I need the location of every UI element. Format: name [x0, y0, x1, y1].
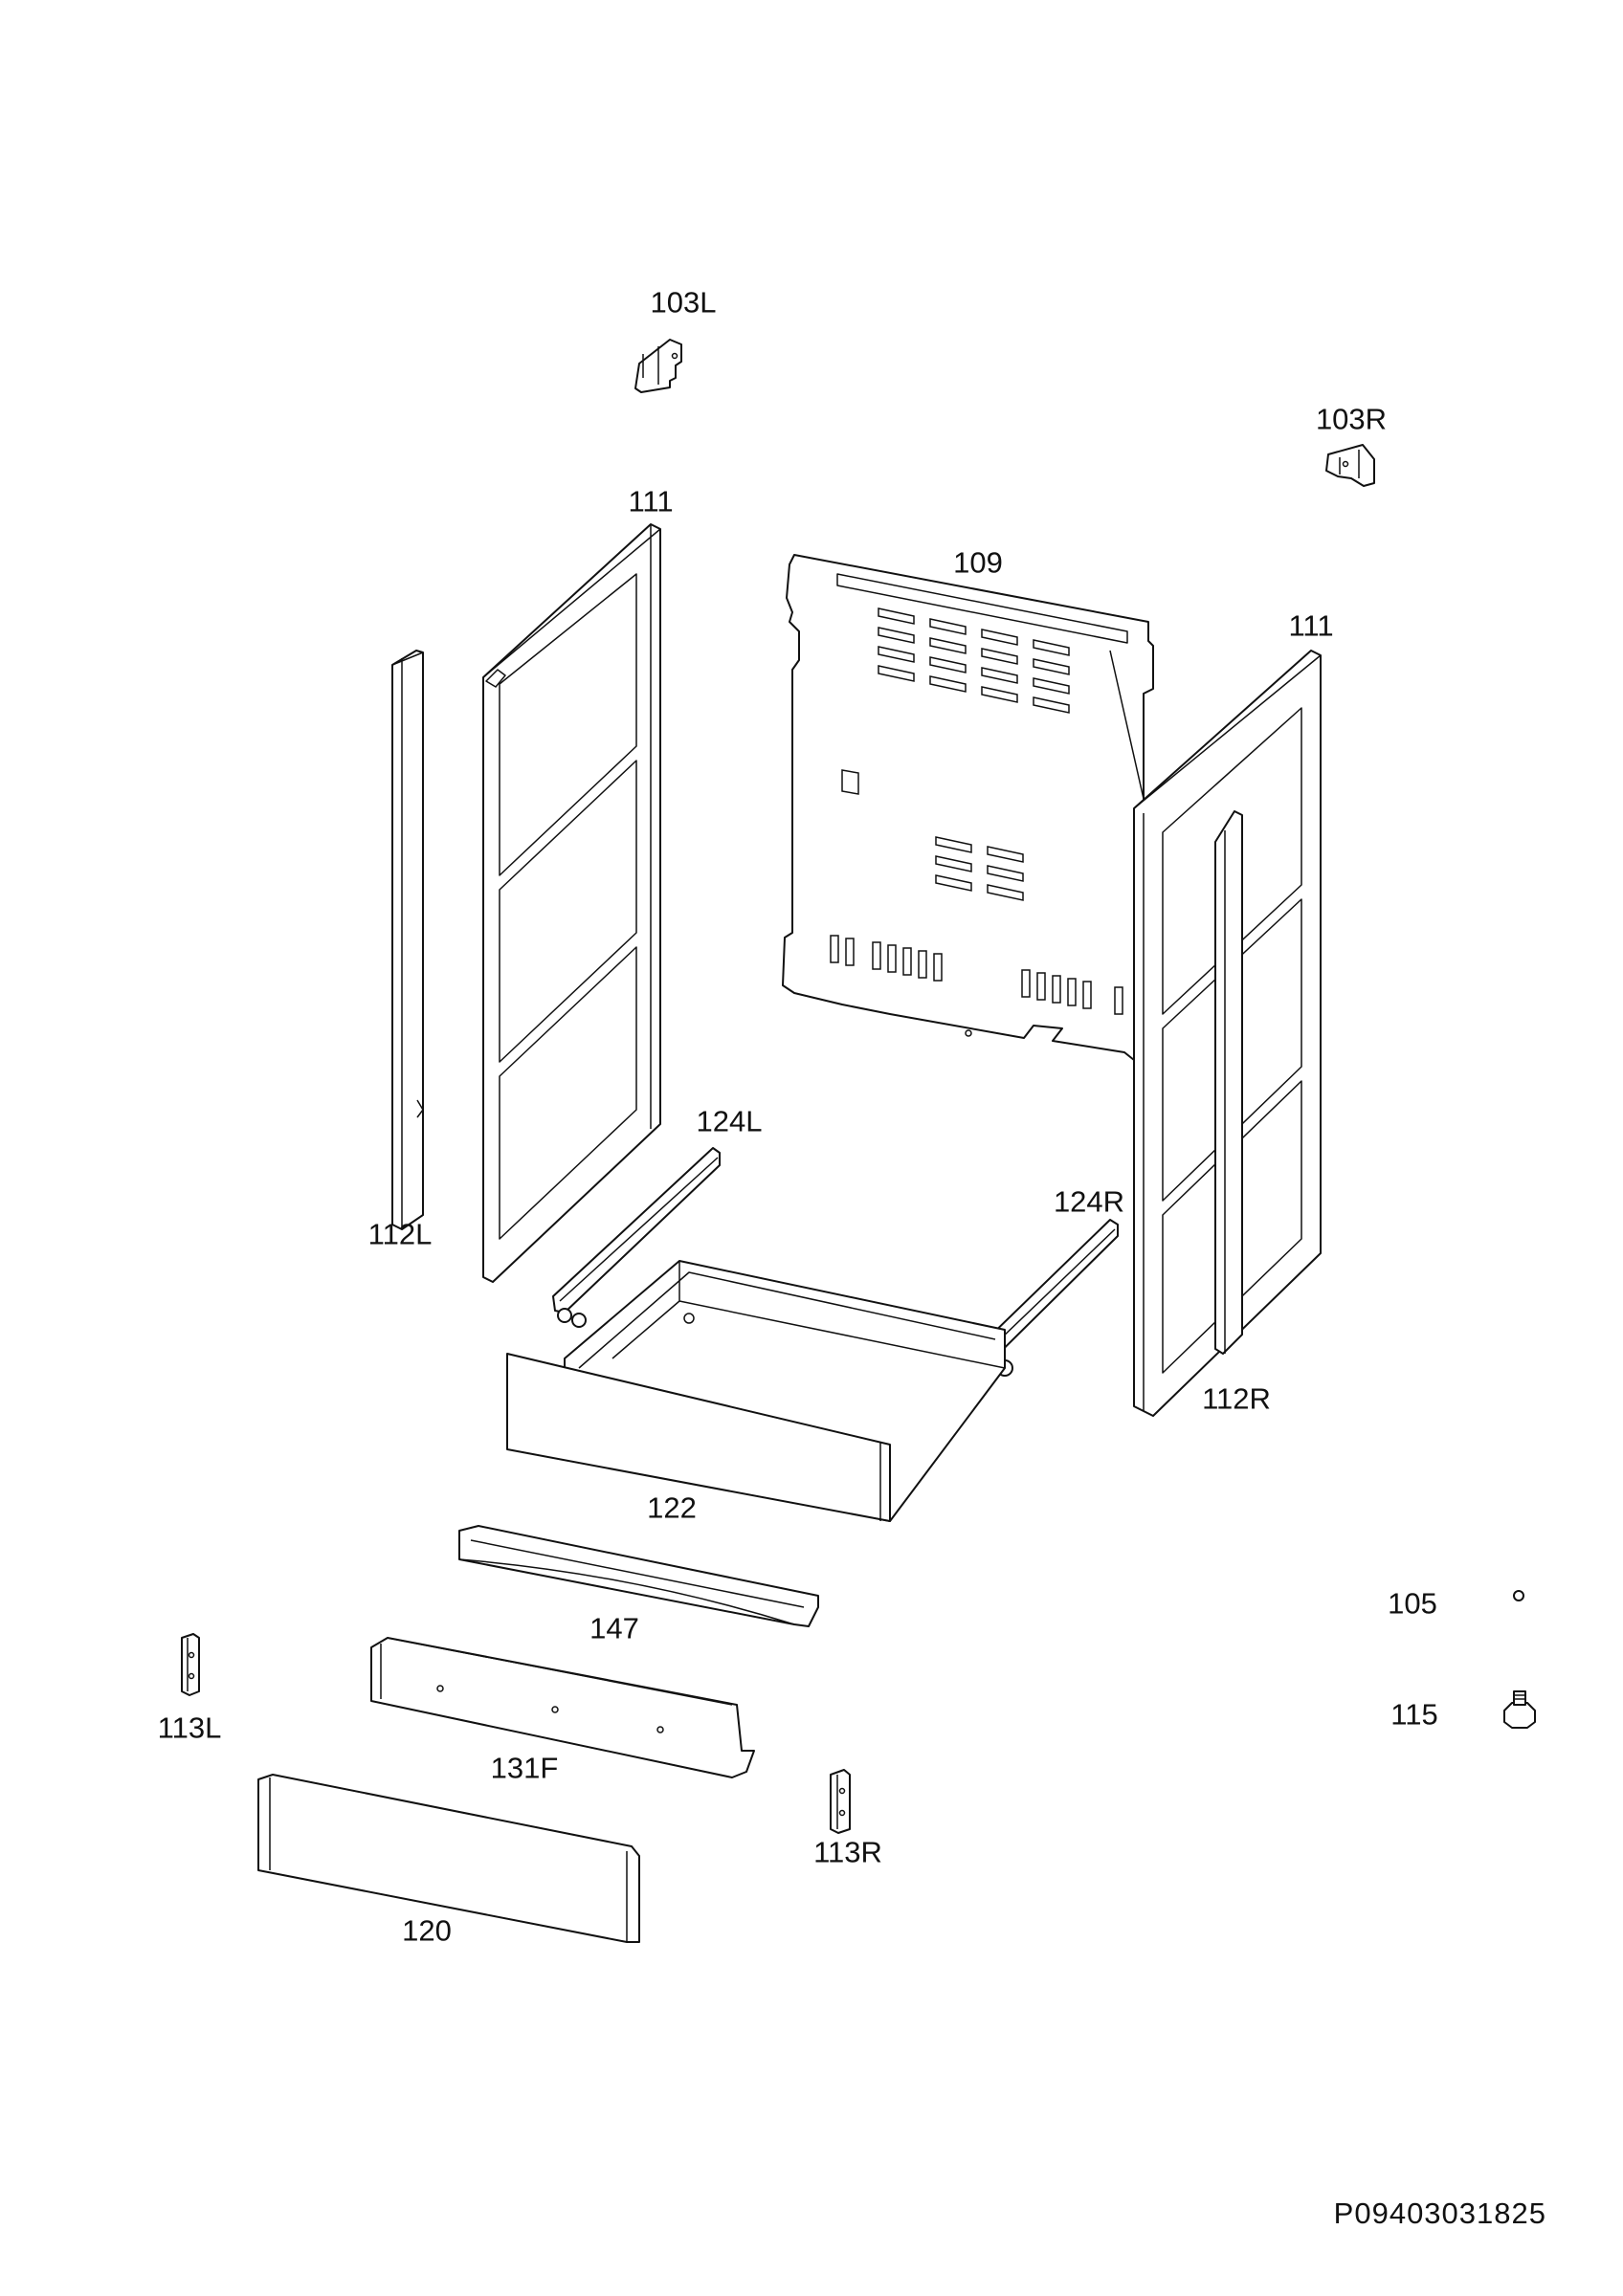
label-122: 122 [647, 1490, 697, 1525]
label-109: 109 [953, 545, 1003, 580]
label-103R: 103R [1315, 402, 1388, 436]
part-111-left-side-panel [482, 523, 661, 1283]
label-131F: 131F [490, 1751, 559, 1785]
label-120: 120 [402, 1913, 452, 1948]
part-109-rear-panel [782, 554, 1154, 1061]
label-111-left: 111 [628, 484, 674, 519]
label-111-right: 111 [1288, 608, 1334, 643]
document-id: P09403031825 [1333, 2197, 1546, 2230]
part-103L-bracket [634, 339, 682, 393]
part-147-handle-tray [458, 1525, 819, 1627]
part-122-drawer [506, 1260, 1006, 1522]
label-147: 147 [589, 1611, 639, 1645]
label-124R: 124R [1053, 1184, 1125, 1219]
part-120-front-cover [257, 1774, 640, 1943]
part-113L-bracket [181, 1633, 200, 1696]
label-113R: 113R [813, 1835, 882, 1869]
part-105-small-part [1513, 1590, 1524, 1601]
part-112L-vertical-strip [391, 650, 424, 1230]
label-112R: 112R [1202, 1381, 1271, 1416]
part-112R-vertical-strip [1214, 810, 1243, 1355]
part-115-foot [1503, 1690, 1536, 1729]
part-124L-runner [552, 1147, 721, 1328]
label-113L: 113L [157, 1711, 222, 1745]
part-131F-front-plate [370, 1637, 755, 1778]
part-113R-bracket [830, 1769, 851, 1834]
label-112L: 112L [367, 1217, 433, 1251]
label-124L: 124L [696, 1104, 763, 1138]
label-115: 115 [1390, 1697, 1438, 1732]
label-105: 105 [1388, 1586, 1437, 1621]
part-103R-bracket [1325, 444, 1375, 487]
label-103L: 103L [650, 285, 717, 320]
